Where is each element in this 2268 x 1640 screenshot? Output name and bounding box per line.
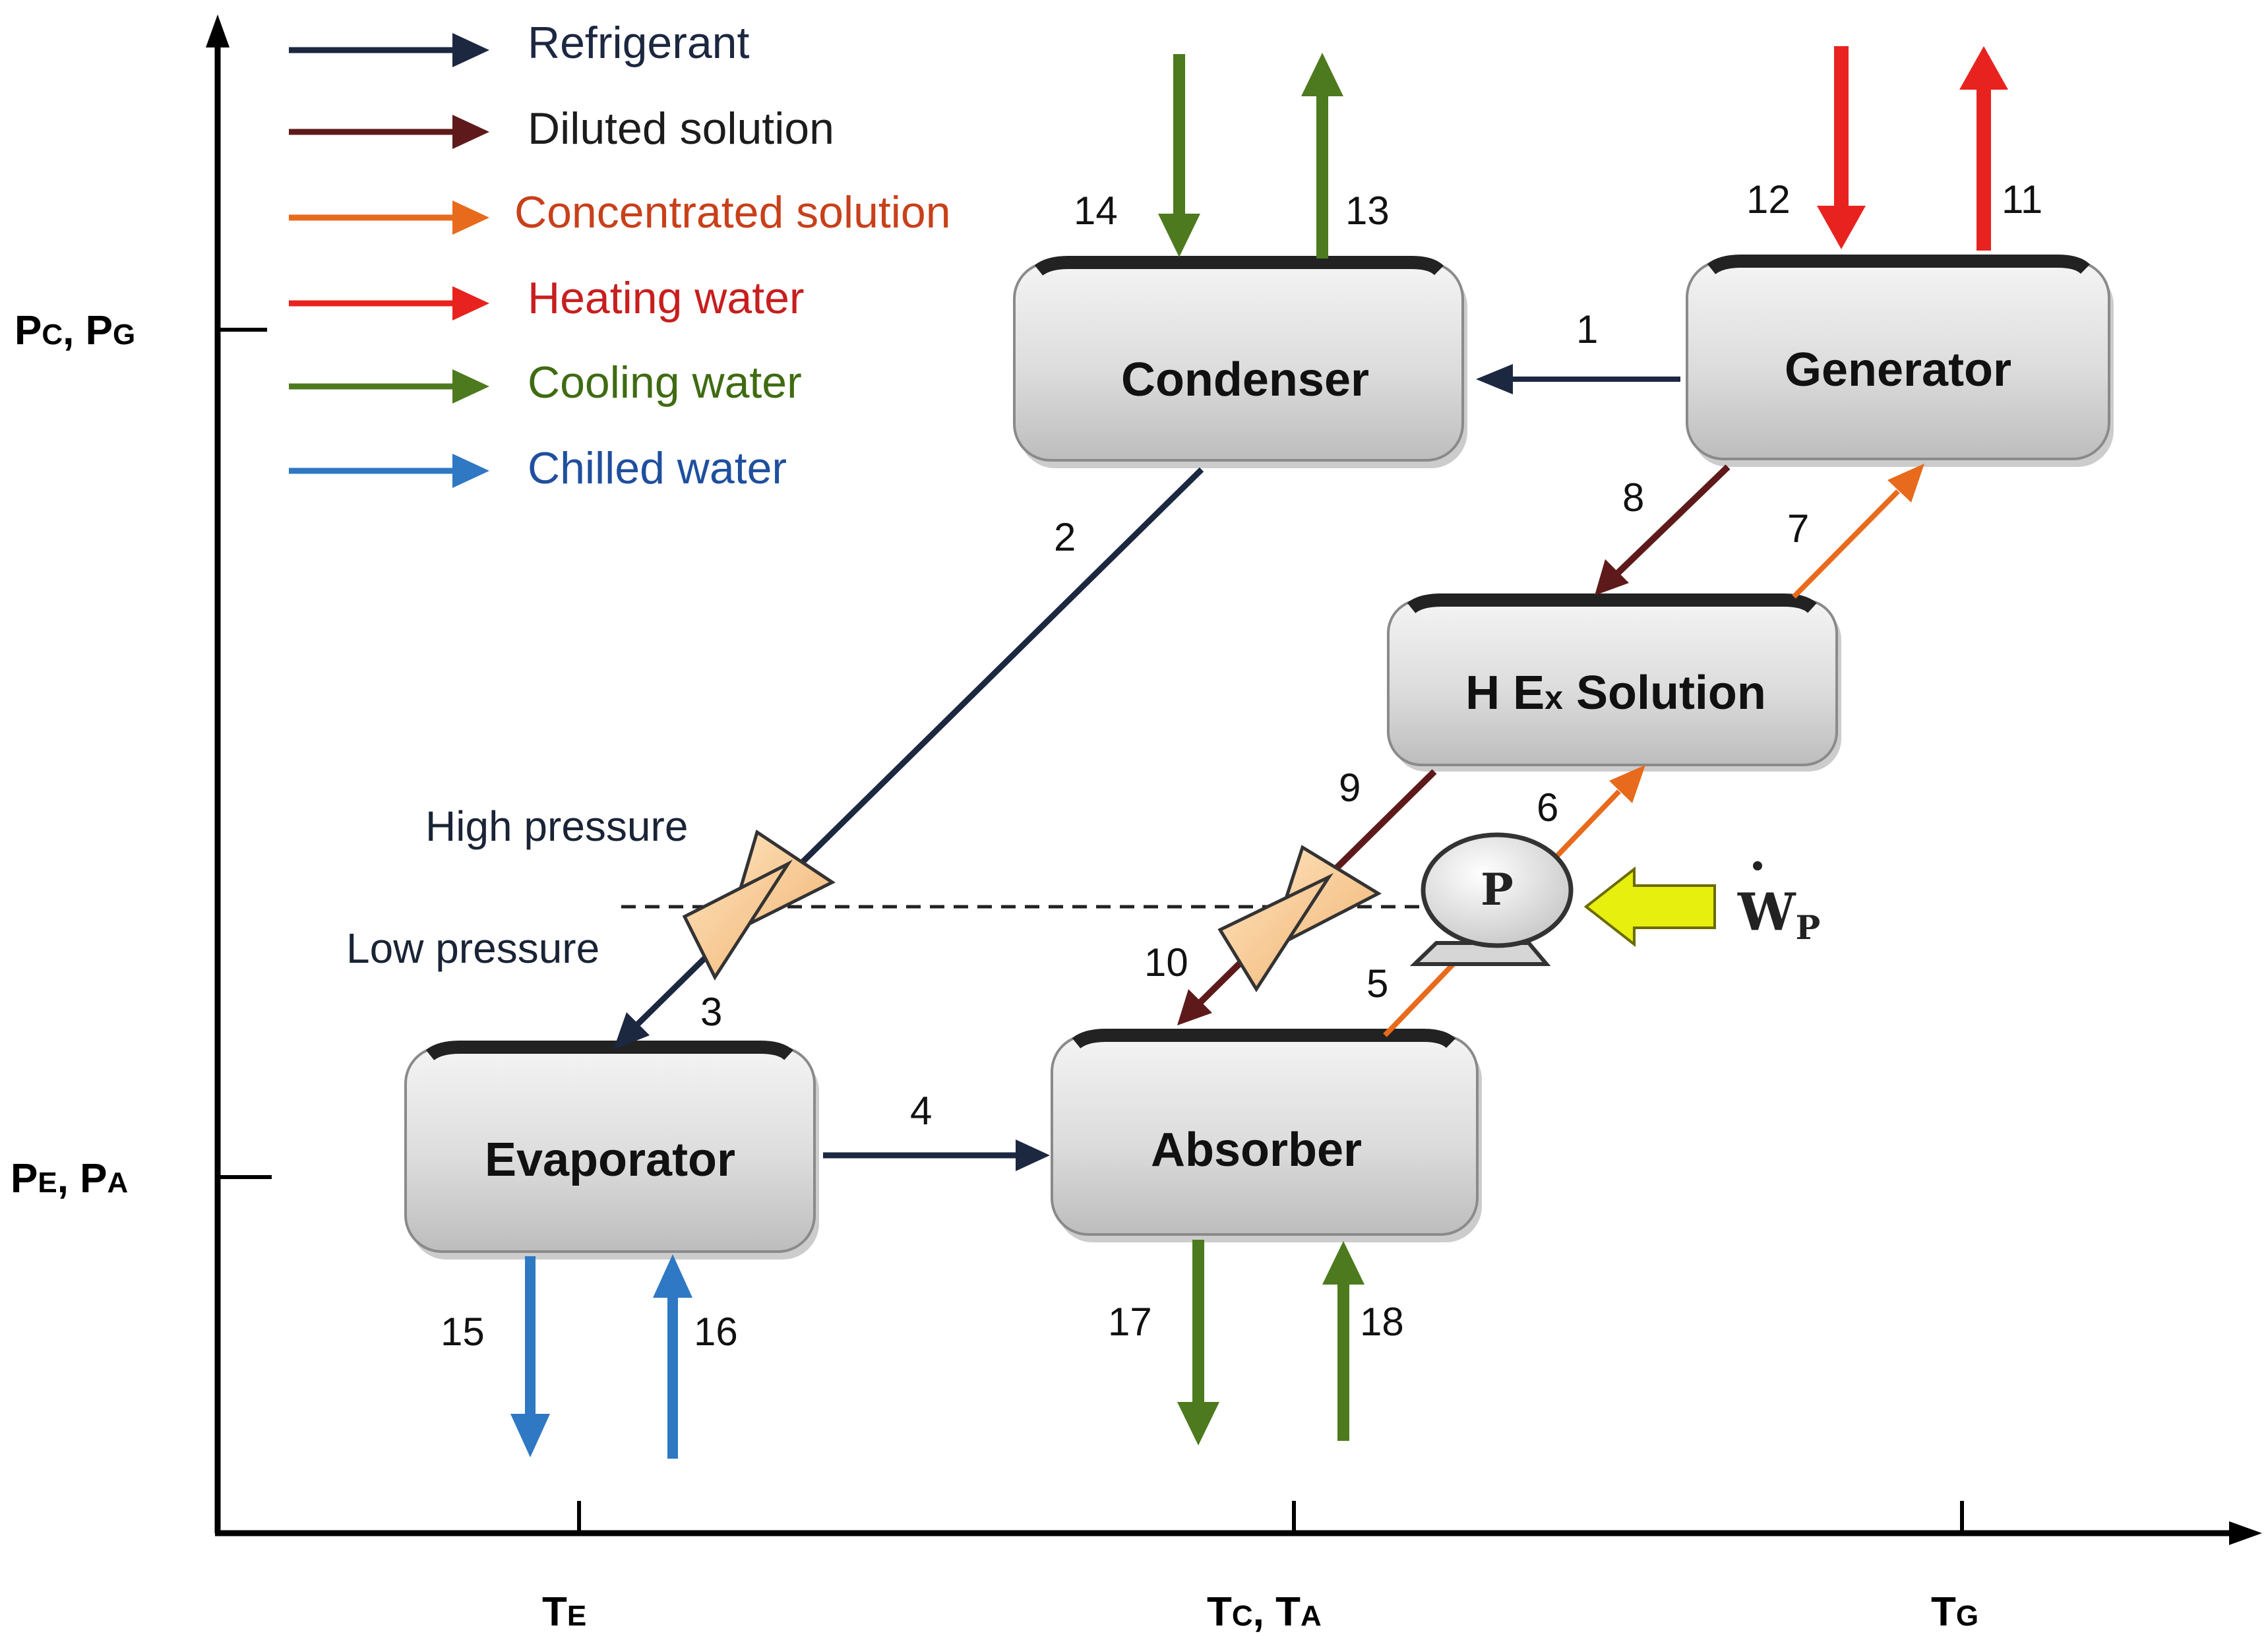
refrigerant-expansion-valve-icon	[682, 830, 836, 981]
hex-solution-box: H Ex Solution	[1387, 593, 1841, 772]
flow-8-diluted	[1595, 464, 1731, 595]
legend-label: Heating water	[528, 273, 805, 323]
pump-icon: P	[1409, 832, 1574, 966]
x-axis-arrowhead	[2229, 1521, 2262, 1545]
flow-2-3-refrigerant	[613, 467, 1204, 1050]
generator-box: Generator	[1686, 255, 2114, 467]
state-label-9: 9	[1339, 766, 1361, 810]
evaporator-label: Evaporator	[485, 1134, 735, 1186]
evaporator-box: Evaporator	[404, 1041, 819, 1260]
absorber-box: Absorber	[1051, 1029, 1482, 1242]
state-label-13: 13	[1345, 189, 1390, 233]
hex-solution-label: H Ex Solution	[1465, 667, 1766, 719]
legend-label: Cooling water	[528, 357, 802, 408]
legend-label: Concentrated solution	[514, 187, 951, 237]
x-label-tg: TG	[1931, 1589, 1978, 1635]
pump-work-arrow-icon	[1583, 866, 1716, 948]
x-label-te: TE	[542, 1589, 586, 1635]
legend-item-cooling-water: Cooling water	[289, 357, 802, 408]
state-label-15: 15	[441, 1310, 485, 1354]
pump-label: P	[1481, 864, 1514, 915]
state-label-8: 8	[1622, 475, 1644, 520]
state-label-12: 12	[1746, 177, 1791, 222]
legend: Refrigerant Diluted solution Concentrate…	[289, 18, 951, 493]
condenser-box: Condenser	[1013, 256, 1467, 468]
legend-item-chilled-water: Chilled water	[289, 443, 787, 493]
legend-label: Refrigerant	[528, 18, 749, 68]
flow-7-concentrated	[1792, 464, 1924, 599]
legend-label: Chilled water	[528, 443, 787, 493]
flow-18-cooling-in	[1322, 1241, 1364, 1441]
state-label-4: 4	[910, 1089, 932, 1133]
y-axis-arrowhead	[206, 15, 230, 47]
flow-15-chilled-out	[510, 1256, 550, 1457]
axes: PC, PG PE, PA TE TC, TA TG	[11, 15, 2262, 1635]
state-label-17: 17	[1108, 1300, 1152, 1344]
y-label-low: PE, PA	[11, 1156, 128, 1201]
state-label-6: 6	[1537, 785, 1558, 830]
flow-16-chilled-in	[653, 1254, 692, 1459]
x-label-tcta: TC, TA	[1207, 1589, 1322, 1635]
low-pressure-label: Low pressure	[346, 925, 599, 972]
high-pressure-label: High pressure	[425, 803, 688, 850]
state-label-18: 18	[1360, 1300, 1404, 1344]
state-label-1: 1	[1576, 307, 1598, 351]
state-label-3: 3	[700, 990, 722, 1034]
flow-11-heating-out	[1959, 46, 2008, 251]
state-label-10: 10	[1144, 940, 1188, 985]
svg-text:WP: WP	[1737, 882, 1820, 947]
state-label-2: 2	[1054, 515, 1076, 559]
pump-work-label: WP	[1737, 861, 1820, 947]
condenser-label: Condenser	[1121, 353, 1369, 406]
state-label-5: 5	[1366, 961, 1388, 1006]
state-labels: 1 2 3 4 5 6 7 8 9 10 11 12 13 14 15 16 1…	[441, 177, 2042, 1354]
generator-label: Generator	[1785, 344, 2011, 396]
flow-14-cooling-in	[1158, 54, 1200, 257]
solution-expansion-valve-icon	[1217, 845, 1382, 992]
flow-1-refrigerant	[1476, 364, 1680, 394]
legend-label: Diluted solution	[528, 104, 834, 154]
absorber-label: Absorber	[1151, 1124, 1362, 1176]
legend-item-concentrated-solution: Concentrated solution	[289, 187, 951, 237]
state-label-11: 11	[2002, 177, 2042, 222]
state-label-7: 7	[1787, 506, 1809, 551]
legend-item-diluted-solution: Diluted solution	[289, 104, 834, 154]
flow-17-cooling-out	[1177, 1240, 1219, 1445]
y-label-high: PC, PG	[15, 308, 135, 353]
flow-13-cooling-out	[1301, 53, 1343, 258]
flow-4-refrigerant	[823, 1139, 1050, 1171]
legend-item-refrigerant: Refrigerant	[289, 18, 749, 68]
state-label-14: 14	[1074, 189, 1118, 233]
legend-item-heating-water: Heating water	[289, 273, 805, 323]
flow-12-heating-in	[1817, 46, 1866, 249]
state-label-16: 16	[694, 1310, 738, 1354]
